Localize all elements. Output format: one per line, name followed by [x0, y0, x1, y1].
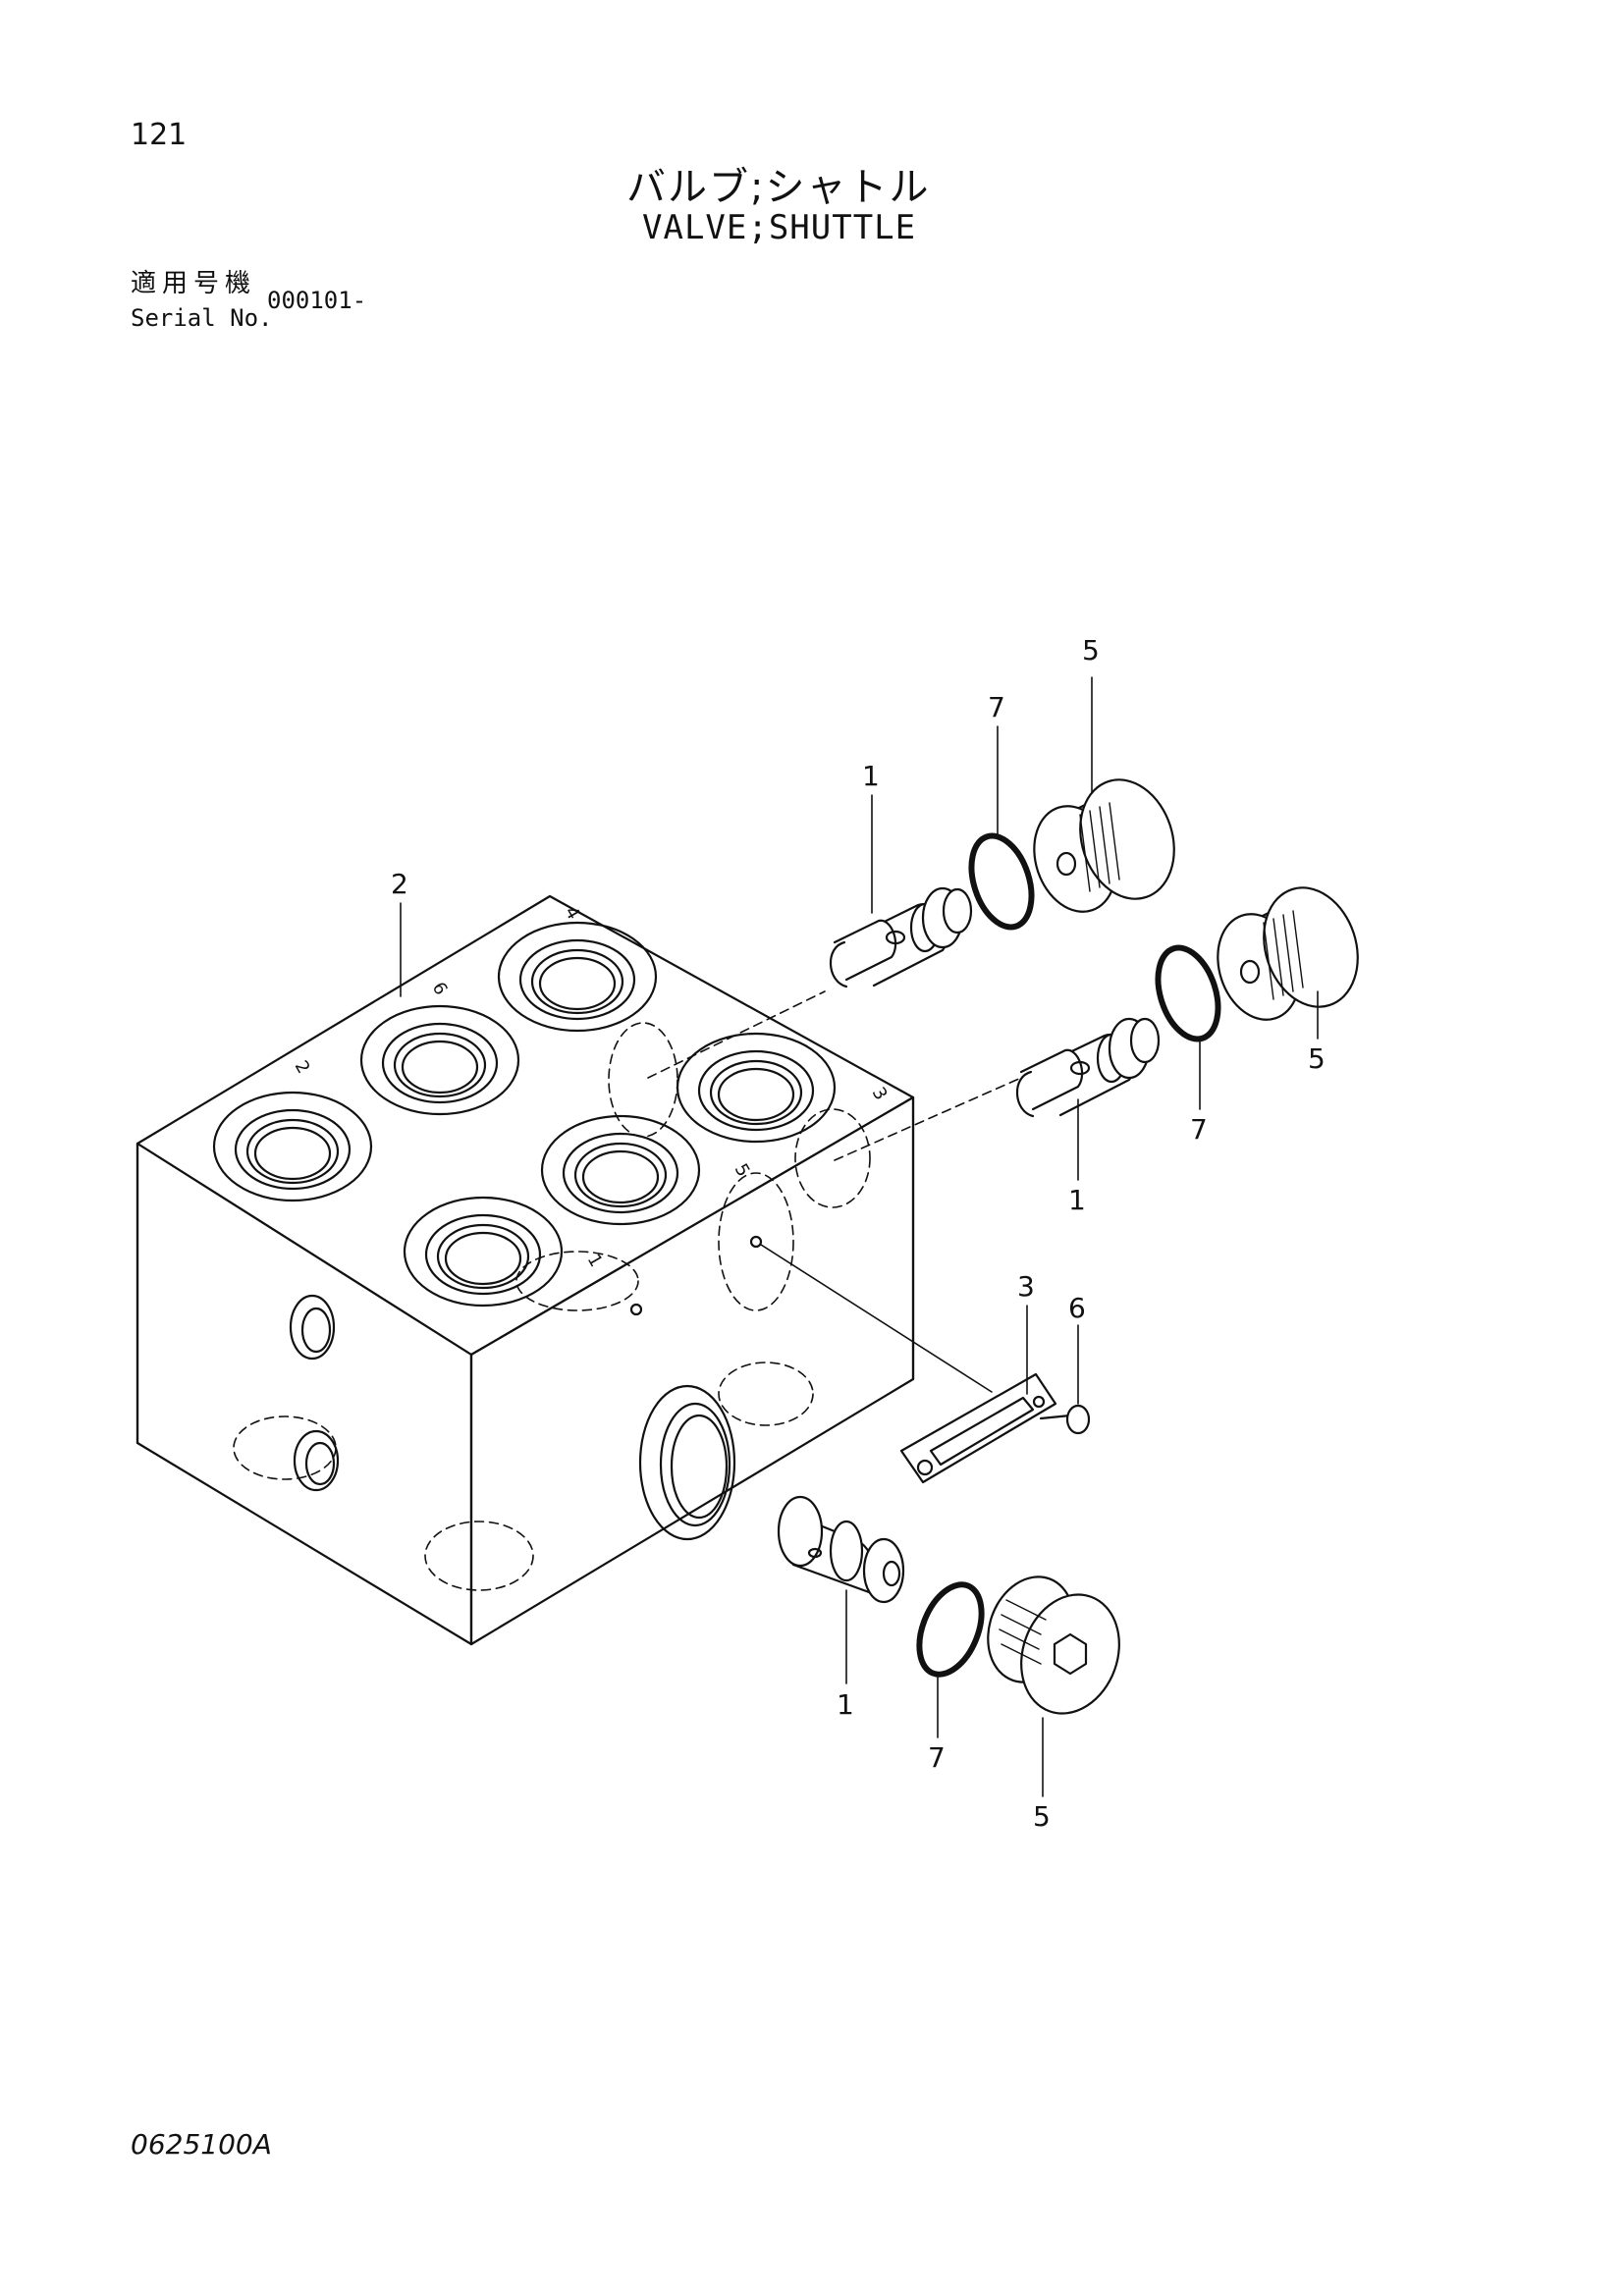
- callout-5-middle: 5: [1308, 1042, 1326, 1075]
- callout-1-middle: 1: [1068, 1184, 1086, 1216]
- callout-1-top: 1: [862, 760, 880, 792]
- shuttle-spool-middle: [1015, 1017, 1161, 1118]
- callout-1-bottom: 1: [837, 1688, 854, 1721]
- title-english: VALVE;SHUTTLE: [642, 208, 917, 247]
- shuttle-spool-top: [829, 886, 973, 988]
- shuttle-spool-bottom: [777, 1495, 905, 1604]
- port-2: [212, 1091, 373, 1202]
- port-6: [359, 1004, 520, 1116]
- callout-7-middle: 7: [1190, 1113, 1208, 1146]
- plug-top: [1033, 778, 1175, 913]
- callout-5-top: 5: [1082, 634, 1100, 667]
- name-plate: [899, 1372, 1057, 1484]
- block-side-holes: [289, 1235, 763, 1541]
- block-top-ports: [212, 921, 837, 1308]
- o-ring-bottom: [916, 1581, 985, 1678]
- plug-middle: [1217, 886, 1359, 1021]
- title-japanese: バルブ;シャトル: [626, 165, 931, 210]
- serial-number-range: 000101-: [267, 287, 367, 314]
- valve-block: [135, 894, 915, 1646]
- serial-label-english: Serial No.: [131, 304, 273, 332]
- port-1: [403, 1196, 564, 1308]
- callout-labels: 2 1 7 5 5 7 1 3 6 1 7 5: [391, 634, 1326, 1833]
- callout-leaders: [400, 676, 1319, 1797]
- screw: [1039, 1404, 1091, 1435]
- port-5: [540, 1114, 701, 1226]
- hidden-bores: [233, 990, 1022, 1591]
- o-ring-top: [968, 832, 1035, 931]
- callout-2: 2: [391, 868, 408, 900]
- page-number: 121: [131, 118, 188, 152]
- callout-3: 3: [1017, 1270, 1035, 1303]
- callout-5-bottom: 5: [1033, 1800, 1051, 1833]
- port-4: [497, 921, 658, 1033]
- callout-6: 6: [1068, 1292, 1086, 1324]
- callout-7-bottom: 7: [928, 1741, 946, 1774]
- callout-7-top: 7: [988, 691, 1005, 723]
- serial-label-japanese: 適用号機: [131, 269, 257, 298]
- o-ring-middle: [1155, 944, 1221, 1042]
- leader-line-plate: [760, 1244, 993, 1393]
- plug-bottom: [987, 1575, 1120, 1715]
- drawing-code: 0625100A: [131, 2128, 272, 2161]
